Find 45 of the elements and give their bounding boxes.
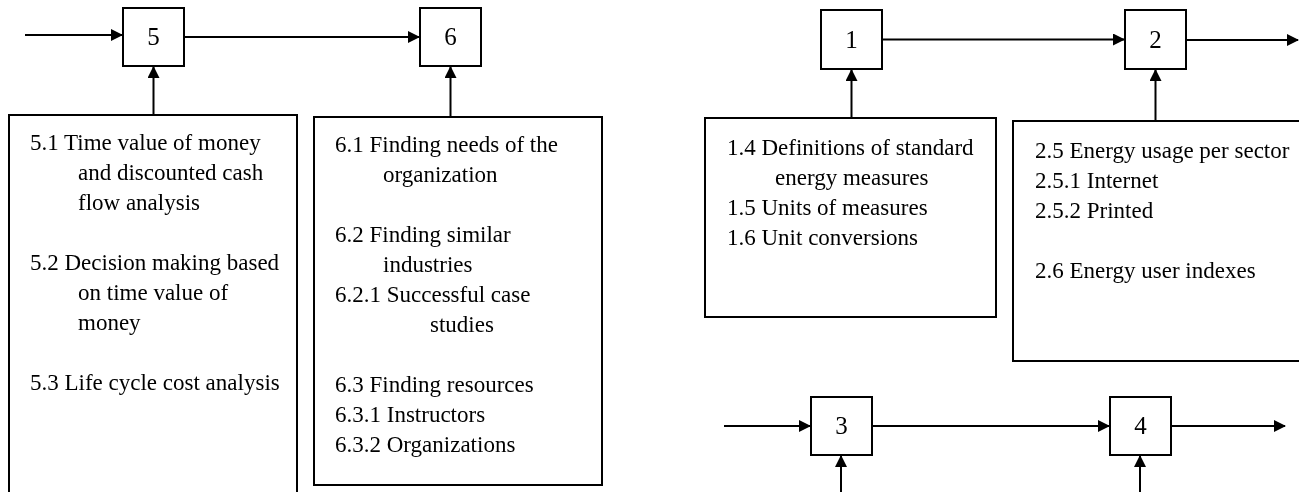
step-number: 4 (1134, 412, 1147, 440)
arrow (24, 29, 123, 41)
process-box (1124, 9, 1187, 70)
topic-item: 1.4 Definitions of standard energy measures (726, 134, 975, 192)
step-number: 1 (845, 25, 858, 54)
arrow (882, 33, 1125, 46)
topic-item: 2.5.2 Printed (1034, 197, 1155, 225)
process-box (419, 7, 482, 67)
process-box (810, 396, 873, 456)
topic-item: 2.5.1 Internet (1034, 167, 1160, 195)
topic-item: 5.1 Time value of money and discounted cash flow analysis (29, 129, 265, 217)
topic-item: 6.2 Finding similar industries (334, 221, 512, 279)
topic-list-box (704, 117, 997, 318)
process-box (820, 9, 883, 70)
topic-list-box (8, 114, 298, 492)
topic-list-box (1012, 120, 1299, 362)
topic-item: 5.2 Decision making based on time value of money (29, 249, 281, 337)
process-box (1109, 396, 1172, 456)
topic-item: 2.6 Energy user indexes (1034, 257, 1257, 285)
arrow (1186, 34, 1299, 46)
arrow (723, 420, 811, 432)
arrow (835, 455, 847, 492)
arrow (184, 31, 420, 43)
topic-item: 6.3.1 Instructors (334, 401, 487, 429)
topic-item: 1.6 Unit conversions (726, 224, 919, 252)
step-number: 3 (835, 412, 848, 440)
topic-item: 6.3 Finding resources (334, 371, 535, 399)
topic-item: 6.2.1 Successful case studies (334, 281, 532, 339)
process-box (122, 7, 185, 67)
arrow (845, 69, 858, 118)
topic-item: 1.5 Units of measures (726, 194, 929, 222)
arrow (444, 66, 457, 117)
step-number: 6 (444, 23, 457, 51)
step-number: 2 (1149, 25, 1162, 54)
arrow (1149, 69, 1162, 121)
arrow (1134, 455, 1146, 492)
topic-item: 6.1 Finding needs of the organization (334, 131, 559, 189)
topic-item: 2.5 Energy usage per sector (1034, 137, 1291, 165)
arrow (872, 420, 1110, 432)
topic-item: 6.3.2 Organizations (334, 431, 517, 459)
topic-list-box (313, 116, 603, 486)
arrow (147, 66, 160, 115)
arrow (1171, 420, 1286, 432)
step-number: 5 (147, 23, 160, 51)
topic-item: 5.3 Life cycle cost analysis (29, 369, 281, 397)
